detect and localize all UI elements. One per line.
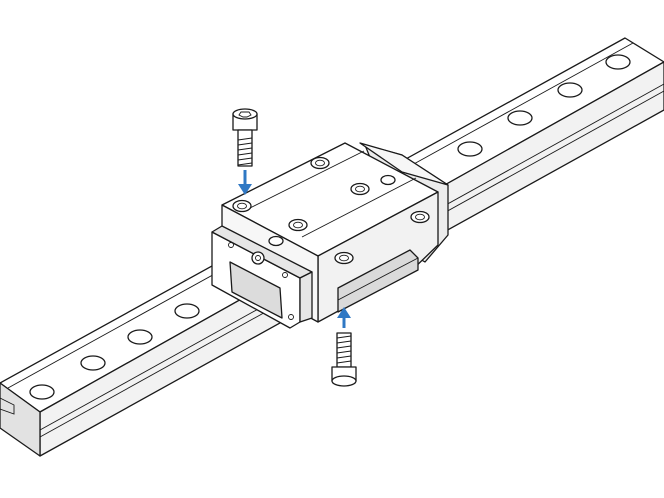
block-top-line — [249, 150, 365, 209]
bottom-screw-thread — [336, 335, 352, 364]
end-plate-screw — [282, 272, 288, 278]
arrow-down-head — [238, 184, 252, 195]
rail-hole — [557, 82, 583, 98]
rail-hole — [29, 384, 55, 400]
tapped-hole — [334, 251, 354, 265]
rail-hole — [457, 141, 483, 157]
block-top-line — [301, 177, 417, 238]
top-screw-thread — [237, 137, 253, 166]
rail-hole — [507, 110, 533, 126]
grease-nipple — [251, 251, 265, 265]
tapped-hole — [310, 156, 330, 170]
tapped-hole — [380, 174, 396, 186]
rail-end-groove — [0, 397, 15, 415]
tapped-hole — [268, 235, 284, 247]
rail-hole — [174, 303, 200, 319]
block-skirt-line — [337, 257, 419, 301]
grease-nipple-hole — [255, 255, 261, 261]
rail-hole — [80, 355, 106, 371]
block-rear-end-top — [359, 142, 449, 186]
tapped-hole — [232, 199, 252, 213]
tapped-hole-inner — [415, 213, 425, 221]
tapped-hole-inner — [315, 159, 325, 167]
tapped-hole — [350, 182, 370, 196]
tapped-hole-inner — [293, 221, 303, 229]
tapped-hole-inner — [355, 185, 365, 193]
rail-hole — [605, 54, 631, 70]
top-screw-head-top — [232, 108, 258, 120]
end-plate-rail-cutout — [229, 261, 283, 319]
end-plate-screw — [228, 242, 234, 248]
front-end-plate-side — [299, 271, 313, 323]
socket-head-cap-screw-icon — [331, 332, 357, 387]
arrow-up-icon — [337, 307, 351, 328]
arrow-up-head — [337, 307, 351, 318]
bottom-screw-head-bottom — [331, 375, 357, 387]
end-plate-screw — [288, 314, 294, 320]
rail-end-face — [0, 382, 41, 457]
socket-head-cap-screw-icon — [232, 108, 258, 167]
arrow-down-icon — [238, 170, 252, 195]
tapped-hole — [288, 218, 308, 232]
tapped-hole-inner — [237, 202, 247, 210]
top-screw-socket — [238, 111, 252, 118]
block-tapped-holes — [232, 156, 430, 265]
rail-hole — [127, 329, 153, 345]
block-lower-skirt — [337, 249, 419, 313]
tapped-hole-inner — [339, 254, 349, 262]
carriage-block — [211, 142, 449, 329]
tapped-hole — [410, 210, 430, 224]
